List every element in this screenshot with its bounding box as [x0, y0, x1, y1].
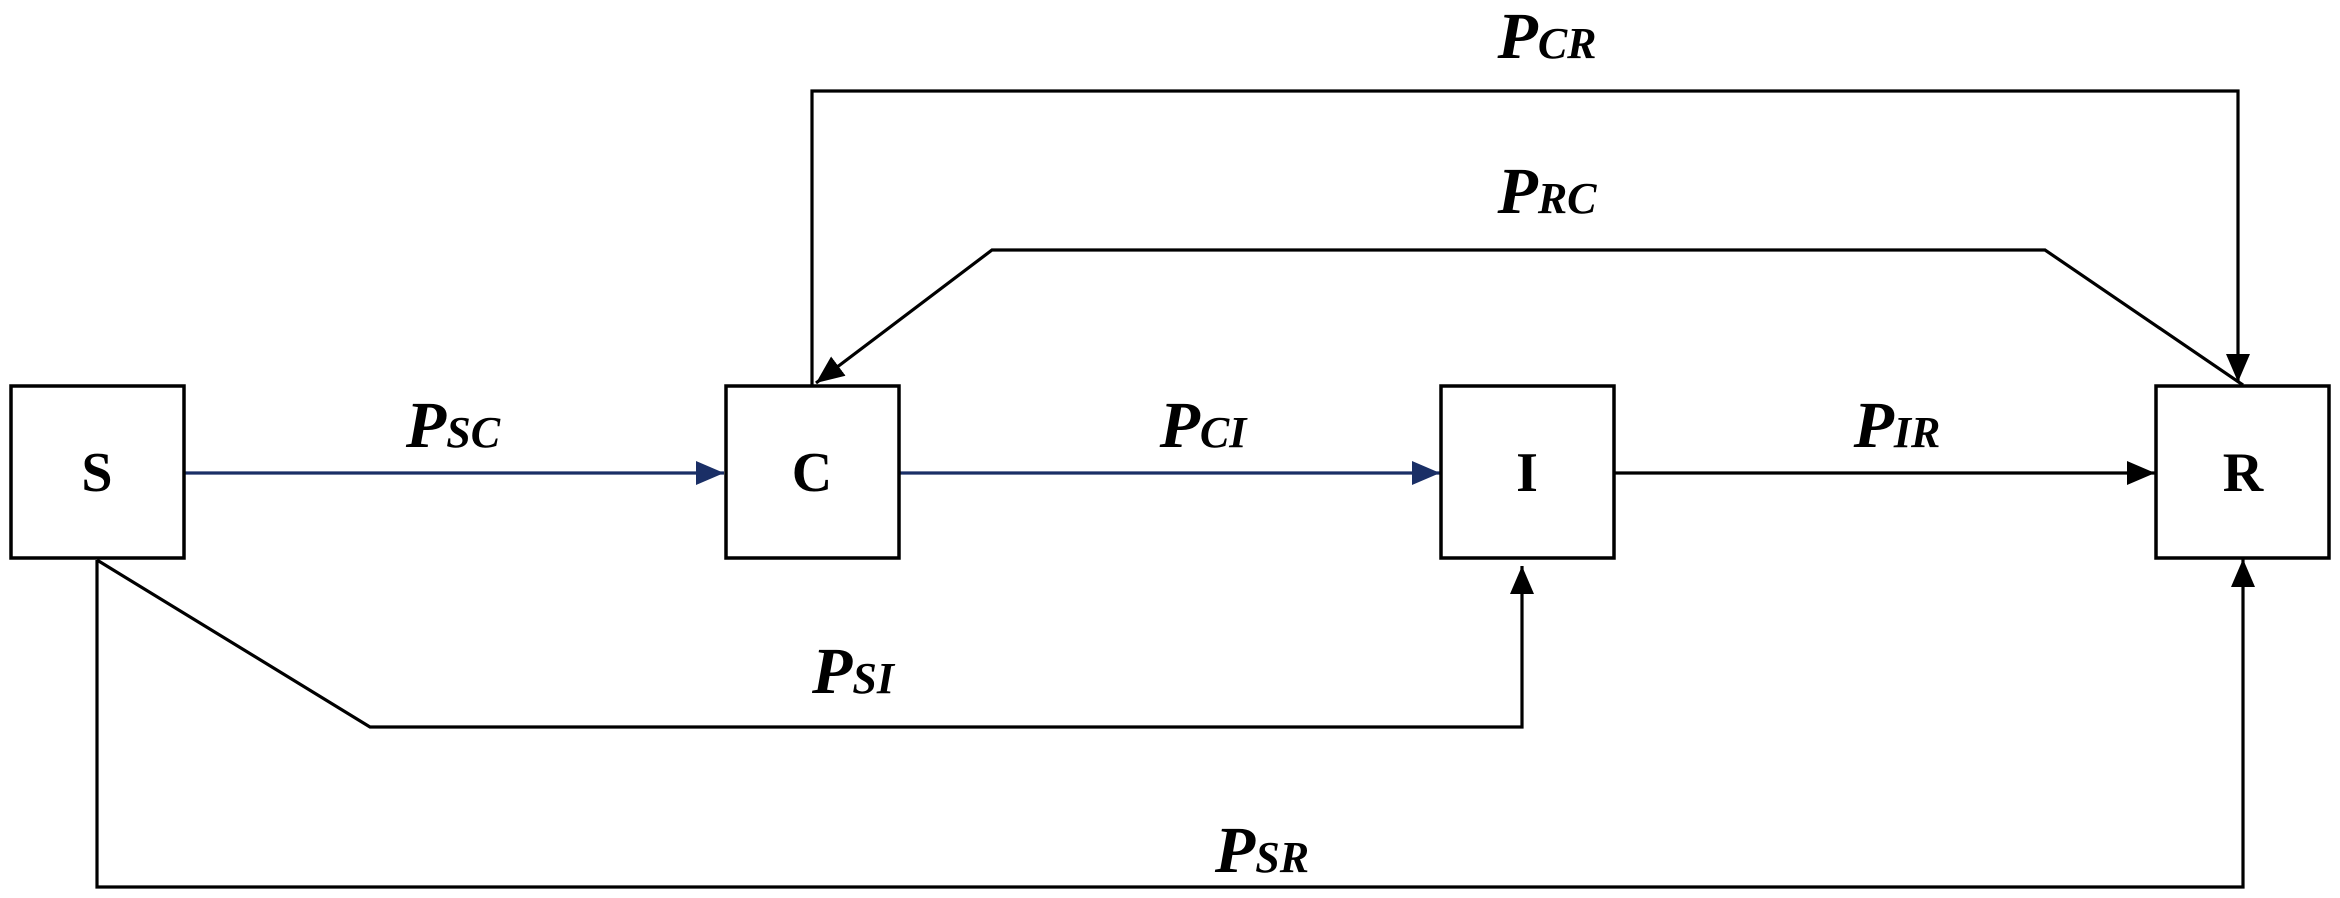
node-r-label: R	[2223, 442, 2264, 504]
edge-label-ir: PIR	[1853, 389, 1941, 462]
edge-c-to-r	[810, 89, 2250, 385]
node-c-label: C	[792, 442, 832, 504]
node-s: S	[9, 384, 186, 560]
edge-label-cr: PCR	[1496, 0, 1596, 73]
edge-r-to-c	[815, 248, 2244, 387]
edge-s-to-i	[96, 558, 1534, 729]
node-r: R	[2154, 384, 2331, 560]
node-c: C	[724, 384, 901, 560]
node-i: I	[1439, 384, 1616, 560]
edge-label-rc: PRC	[1496, 155, 1597, 228]
edge-label-si: PSI	[811, 635, 896, 708]
edge-label-sc: PSC	[405, 389, 501, 462]
edge-s-to-r	[95, 559, 2255, 889]
edge-label-ci: PCI	[1159, 389, 1249, 462]
edge-label-sr: PSR	[1214, 814, 1309, 887]
node-i-label: I	[1516, 442, 1538, 504]
node-s-label: S	[81, 442, 112, 504]
